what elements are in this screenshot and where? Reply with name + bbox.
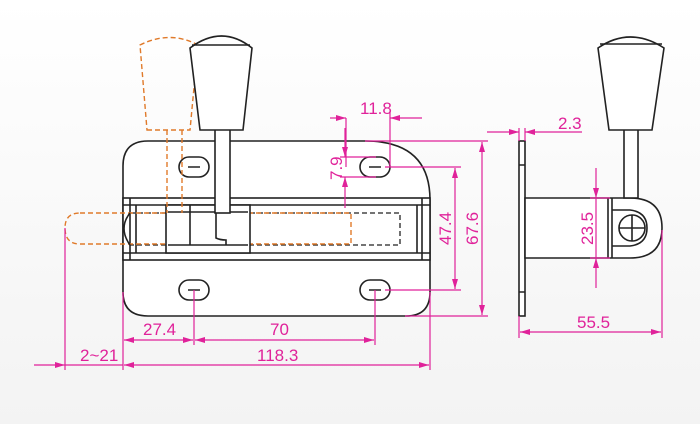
- side-view: [518, 36, 665, 317]
- dim-plate-height: 67.6: [463, 212, 482, 245]
- dim-slot-width: 11.8: [360, 99, 392, 118]
- side-plate: [518, 140, 526, 317]
- dim-bolt-travel: 2~21: [80, 346, 118, 365]
- slider-block: [165, 204, 251, 254]
- side-knob: [597, 36, 665, 131]
- dim-slot-spacing-horizontal: 70: [270, 320, 289, 339]
- bolt-retracted-hidden: [130, 212, 401, 246]
- dim-offset-left: 27.4: [143, 320, 176, 339]
- bolt-tip: [123, 212, 131, 246]
- dim-depth: 55.5: [577, 313, 610, 332]
- dim-slot-spacing-vertical: 47.4: [436, 212, 455, 245]
- handle: [189, 35, 253, 214]
- dim-arm-height: 23.5: [578, 212, 597, 245]
- front-view: [64, 35, 431, 317]
- dimension-lines: 11.8 7.9 47.4 67.6 27.4 70 118.3 2~21 2.…: [34, 99, 663, 370]
- dim-slot-height: 7.9: [327, 156, 346, 180]
- dim-plate-thickness: 2.3: [558, 114, 582, 133]
- dim-overall-length: 118.3: [257, 346, 298, 365]
- side-arm: [524, 197, 663, 259]
